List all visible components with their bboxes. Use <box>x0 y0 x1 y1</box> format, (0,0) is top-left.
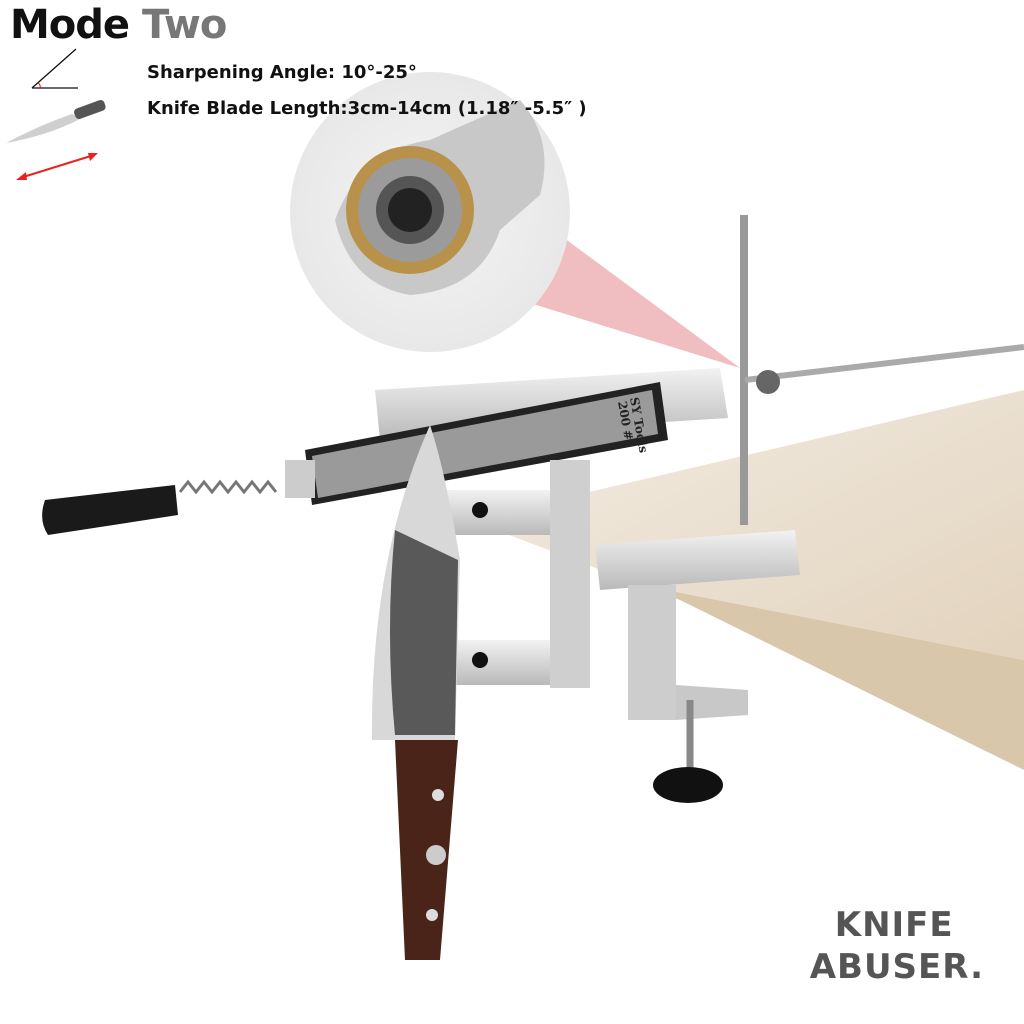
spec-blade-length: Knife Blade Length:3cm-14cm (1.18″ -5.5″… <box>147 98 587 119</box>
knife <box>371 425 460 960</box>
handle[interactable] <box>42 460 315 535</box>
length-arrow-icon <box>16 153 98 180</box>
title-number: Two <box>141 2 227 48</box>
brand-line2: ABUSER. <box>809 947 984 987</box>
sharpening-stone: SY Tools 200 # <box>305 382 668 505</box>
angle-icon <box>31 48 78 89</box>
page-title: Mode Two <box>10 2 227 48</box>
brand-line1: KNIFE <box>834 905 954 945</box>
spec-angle: Sharpening Angle: 10°-25° <box>147 62 417 83</box>
brand-logo: KNIFE ABUSER. <box>810 904 984 988</box>
stone-grit-label: 200 # <box>615 400 636 441</box>
title-mode: Mode <box>10 2 130 48</box>
knife-icon <box>6 100 106 143</box>
bearing-zoom-callout <box>290 72 740 368</box>
